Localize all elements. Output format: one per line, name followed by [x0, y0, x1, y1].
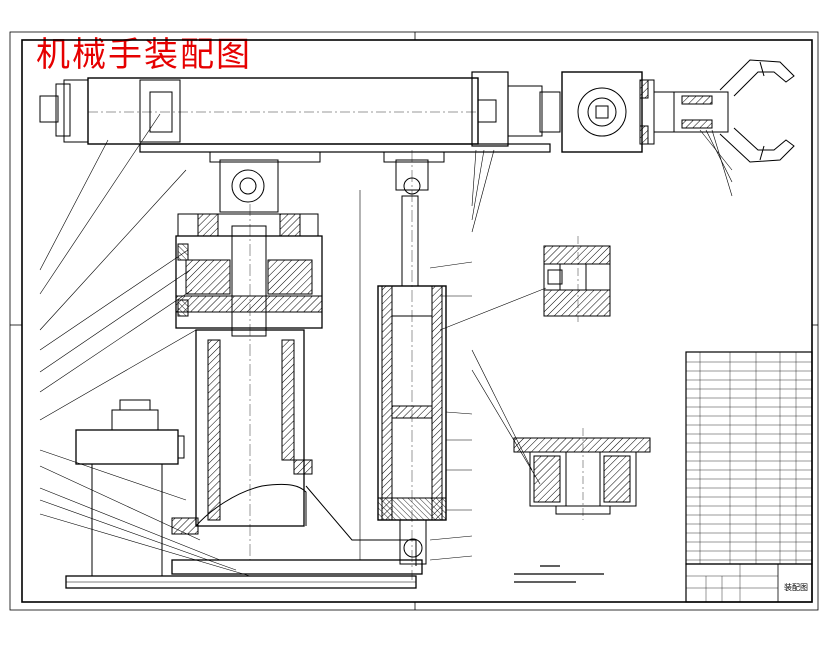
gripper-jaws: [719, 59, 795, 163]
motor-assembly: [75, 399, 185, 577]
title-block: [685, 563, 813, 603]
arm-assembly: [39, 59, 795, 163]
detail-view-top: [543, 236, 611, 322]
title-block-name: 装配图: [784, 583, 808, 592]
technical-notes: [514, 565, 604, 583]
cylinder-assembly: [377, 150, 447, 580]
drawing-title: 机械手装配图: [36, 35, 252, 75]
parts-list-table: [685, 351, 813, 565]
column-assembly: [65, 159, 423, 589]
sheet-frame: [9, 31, 819, 611]
detail-view-bottom: [513, 428, 651, 520]
leader-lines: [39, 113, 733, 577]
